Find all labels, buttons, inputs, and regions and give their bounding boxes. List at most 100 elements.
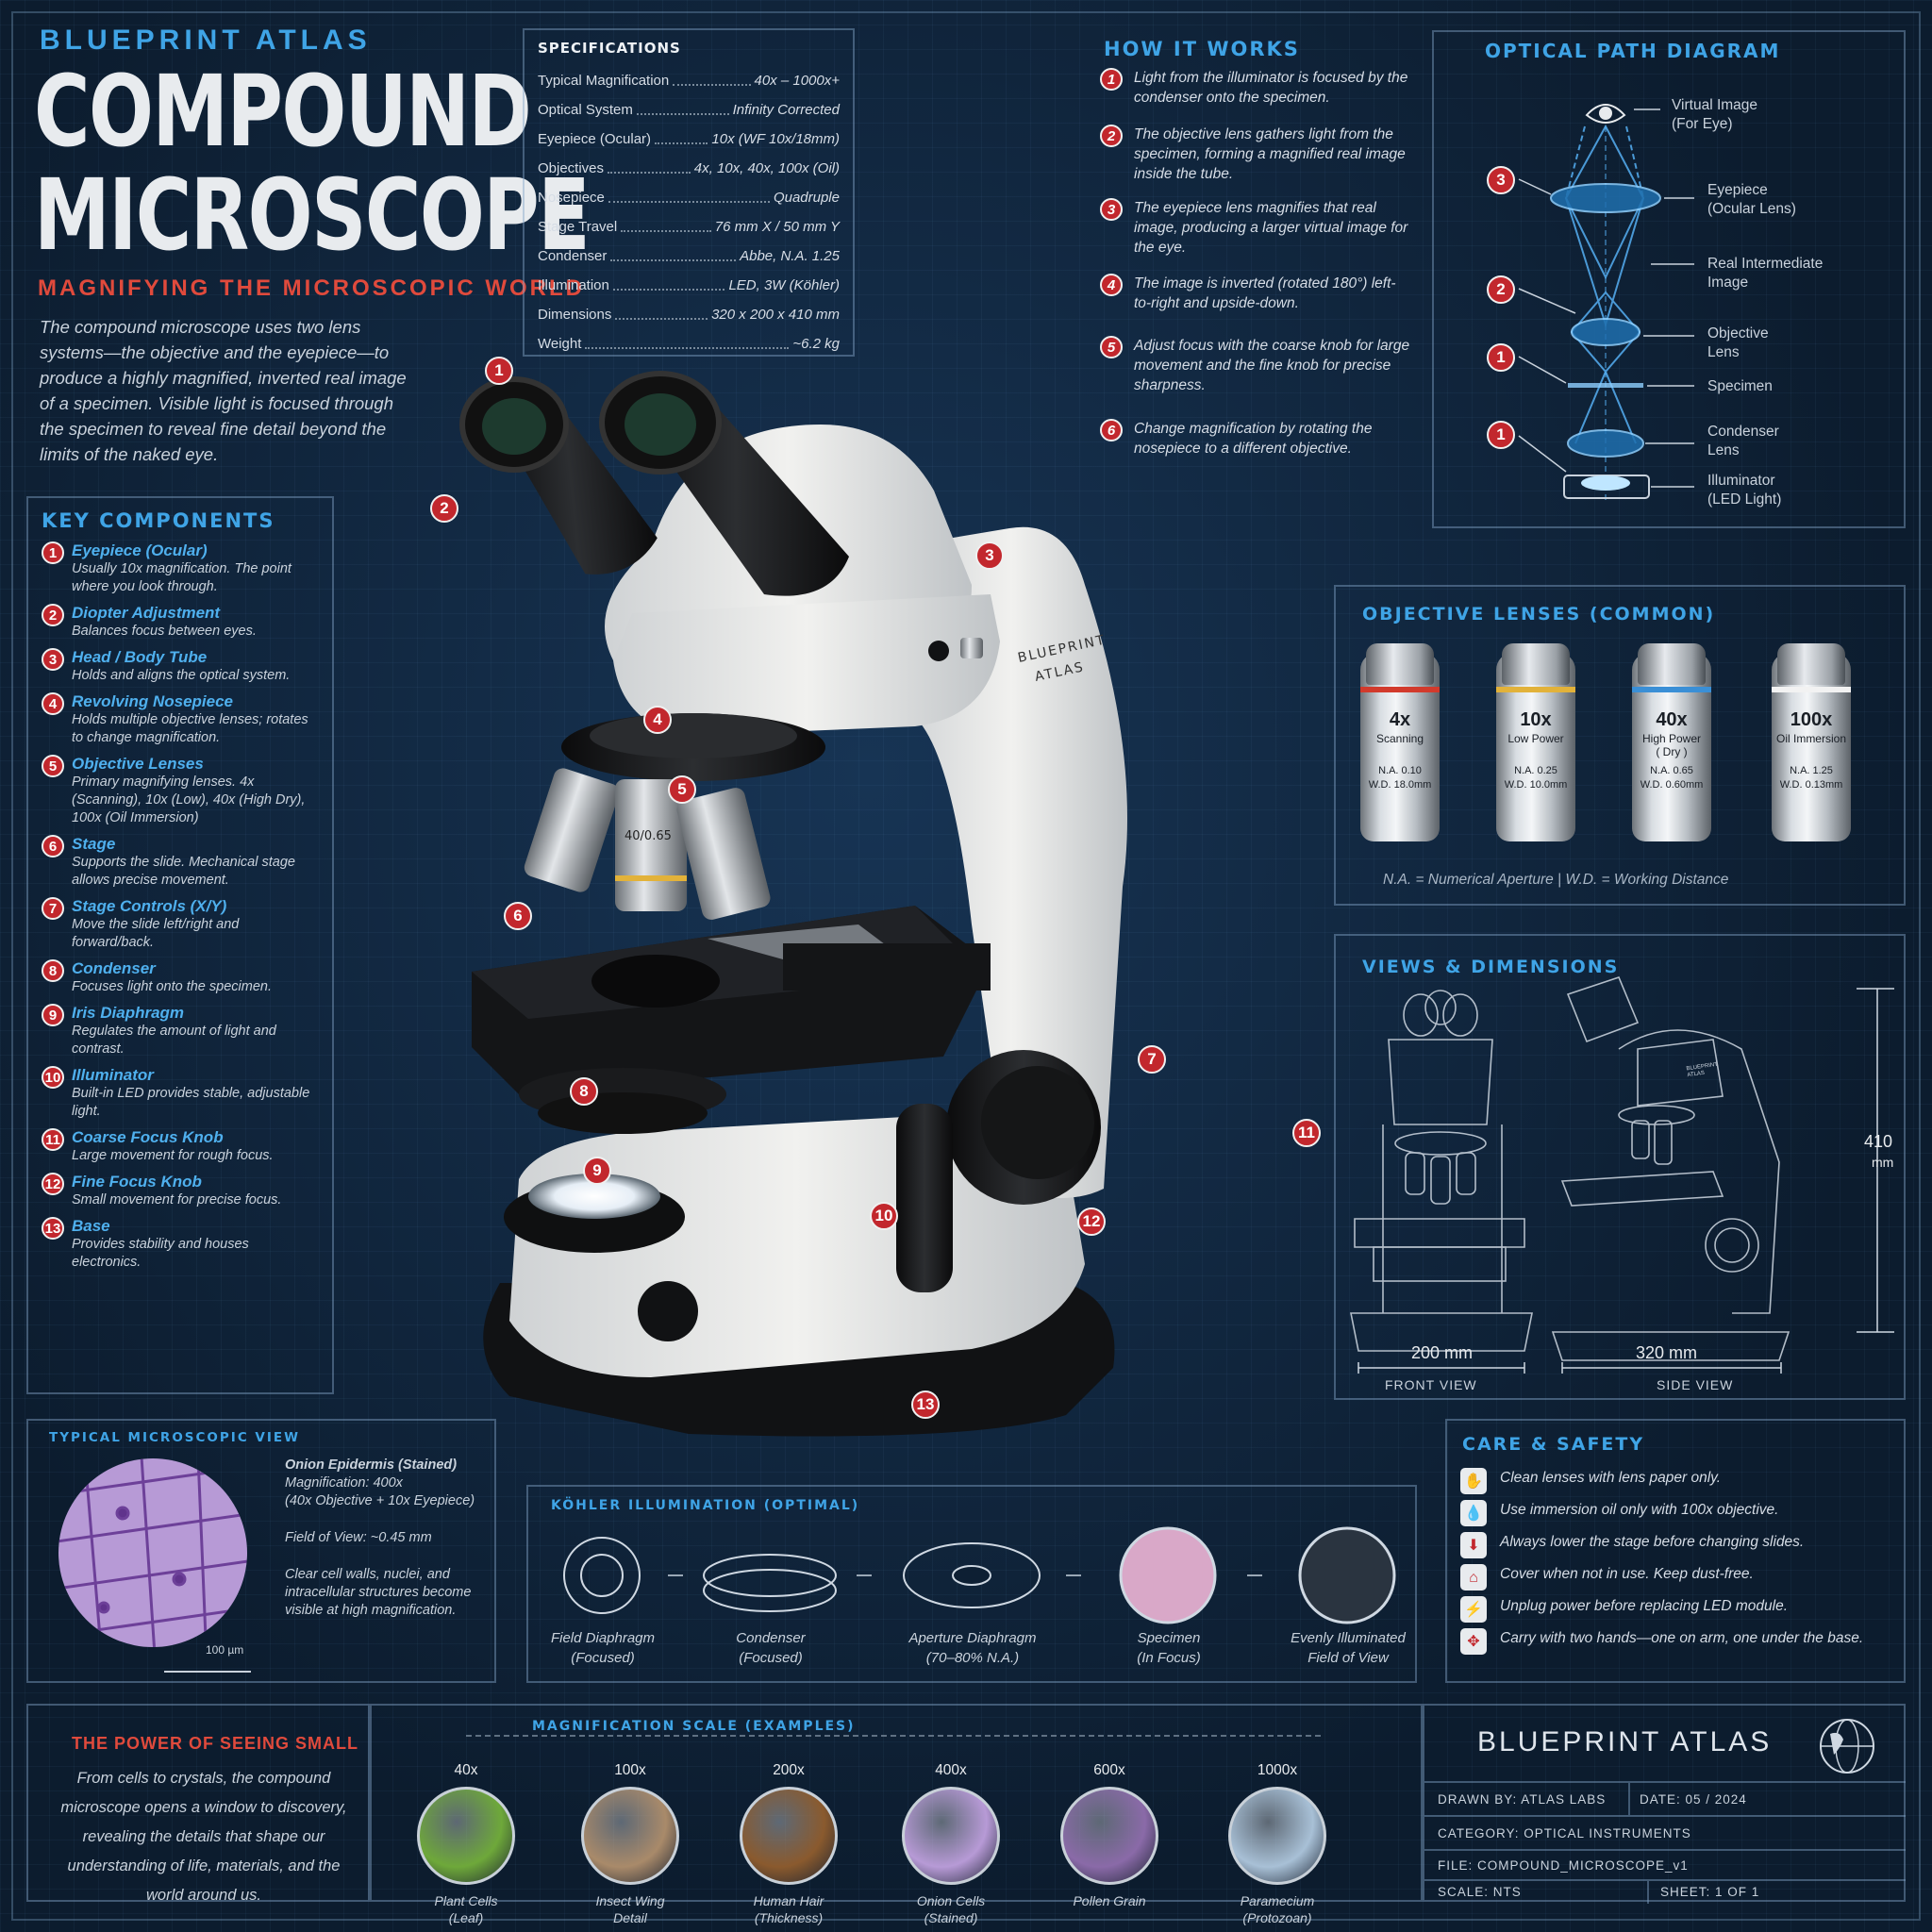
sample-fov: Field of View: ~0.45 mm [285, 1530, 432, 1545]
objective-lens [1571, 318, 1641, 346]
objective-lenses-title: OBJECTIVE LENSES (COMMON) [1362, 604, 1716, 625]
hands-icon: ✥ [1460, 1628, 1487, 1655]
tagline: MAGNIFYING THE MICROSCOPIC WORLD [38, 275, 585, 301]
component-number-badge: 9 [42, 1004, 64, 1026]
typical-view-text: Onion Epidermis (Stained) Magnification:… [285, 1457, 483, 1620]
lens-wd: W.D. 0.60mm [1640, 779, 1704, 791]
care-text: Carry with two hands—one on arm, one und… [1500, 1630, 1864, 1646]
component-name: Diopter Adjustment [72, 604, 221, 622]
spec-value: 10x (WF 10x/18mm) [711, 131, 840, 147]
care-item: 💧Use immersion oil only with 100x object… [1460, 1500, 1877, 1526]
tb-drawn-by: DRAWN BY: ATLAS LABS [1438, 1792, 1607, 1807]
spec-row: Weight~6.2 kg [538, 329, 840, 358]
mag-value: 600x [1093, 1762, 1125, 1778]
lens-use: Oil Immersion [1775, 732, 1846, 745]
tb-file: FILE: COMPOUND_MICROSCOPE_v1 [1438, 1858, 1689, 1873]
step-text: The objective lens gathers light from th… [1134, 126, 1406, 182]
step-text: The eyepiece lens magnifies that real im… [1134, 200, 1408, 256]
sample-name: Onion Epidermis (Stained) [285, 1457, 458, 1473]
mag-value: 400x [935, 1762, 967, 1778]
side-view-drawing [1551, 976, 1790, 1361]
specifications-title: SPECIFICATIONS [538, 40, 681, 57]
spec-value: Quadruple [773, 190, 840, 206]
microscope-callout-badge: 8 [570, 1077, 598, 1106]
spec-leader [621, 229, 711, 232]
how-it-works-title: HOW IT WORKS [1104, 38, 1300, 60]
illuminator-housing [1563, 475, 1650, 499]
front-view-label: FRONT VIEW [1385, 1377, 1477, 1392]
component-name: Head / Body Tube [72, 648, 208, 666]
spec-key: Eyepiece (Ocular) [538, 131, 652, 147]
care-item: ⬇Always lower the stage before changing … [1460, 1532, 1877, 1558]
component-number-badge: 1 [42, 541, 64, 564]
sample-magnification: Magnification: 400x [285, 1475, 403, 1491]
views-drawing [1350, 976, 1894, 1374]
eyepiece-lens [1550, 183, 1661, 213]
component-name: Revolving Nosepiece [72, 692, 234, 710]
microscope-callout-badge: 4 [643, 706, 672, 734]
lens-magnification: 4x [1389, 709, 1411, 730]
objective-footnote: N.A. = Numerical Aperture | W.D. = Worki… [1383, 872, 1729, 888]
microscope-callout-badge: 2 [430, 494, 458, 523]
specimen-slide [1568, 383, 1643, 388]
component-name: Stage [72, 835, 116, 853]
care-text: Cover when not in use. Keep dust-free. [1500, 1566, 1754, 1582]
optical-badge-1b: 1 [1487, 421, 1515, 449]
step-number-badge: 5 [1100, 336, 1123, 358]
mag-sample-label: Paramecium (Protozoan) [1240, 1893, 1315, 1925]
optical-path-diagram [1518, 104, 1694, 504]
revolving-nosepiece [561, 713, 825, 781]
component-desc: Large movement for rough focus. [72, 1148, 274, 1163]
component-name: Objective Lenses [72, 755, 204, 773]
mag-sample-image [1060, 1787, 1158, 1885]
specimen-circle [1119, 1526, 1217, 1624]
spec-leader [615, 317, 708, 320]
spec-value: 40x – 1000x+ [754, 73, 841, 89]
kohler-step-label: Evenly Illuminated Field of View [1291, 1630, 1406, 1666]
component-number-badge: 13 [42, 1217, 64, 1240]
component-name: Stage Controls (X/Y) [72, 897, 227, 915]
cover-icon: ⌂ [1460, 1564, 1487, 1591]
spec-leader [608, 171, 691, 174]
hand-icon: ✋ [1460, 1468, 1487, 1494]
spec-value: Abbe, N.A. 1.25 [740, 248, 840, 264]
mag-sample-image [581, 1787, 679, 1885]
component-desc: Provides stability and houses electronic… [72, 1237, 249, 1270]
component-name: Illuminator [72, 1066, 154, 1084]
drop-icon: 💧 [1460, 1500, 1487, 1526]
spec-leader [612, 288, 725, 291]
label-real-image: Real Intermediate Image [1707, 256, 1824, 291]
component-number-badge: 10 [42, 1066, 64, 1089]
spec-leader [610, 258, 737, 261]
care-title: CARE & SAFETY [1462, 1434, 1645, 1455]
lens-wd: W.D. 18.0mm [1368, 779, 1432, 791]
views-dimensions-panel: VIEWS & DIMENSIONS 200 mm [1334, 934, 1906, 1400]
microscope-callout-badge: 10 [870, 1202, 898, 1230]
step-number-badge: 3 [1100, 198, 1123, 221]
mag-value: 40x [454, 1762, 478, 1778]
mag-value: 200x [773, 1762, 805, 1778]
microscope-callout-badge: 3 [975, 541, 1004, 570]
sample-note: Clear cell walls, nuclei, and intracellu… [285, 1567, 472, 1618]
spec-value: ~6.2 kg [792, 336, 840, 352]
step-number-badge: 6 [1100, 419, 1123, 441]
component-number-badge: 11 [42, 1128, 64, 1151]
height-value: 410 [1864, 1132, 1893, 1151]
care-item: ⌂ Cover when not in use. Keep dust-free. [1460, 1564, 1877, 1591]
microscope-illustration: BLUEPRINT ATLAS 40/0.65 [459, 371, 1127, 1437]
